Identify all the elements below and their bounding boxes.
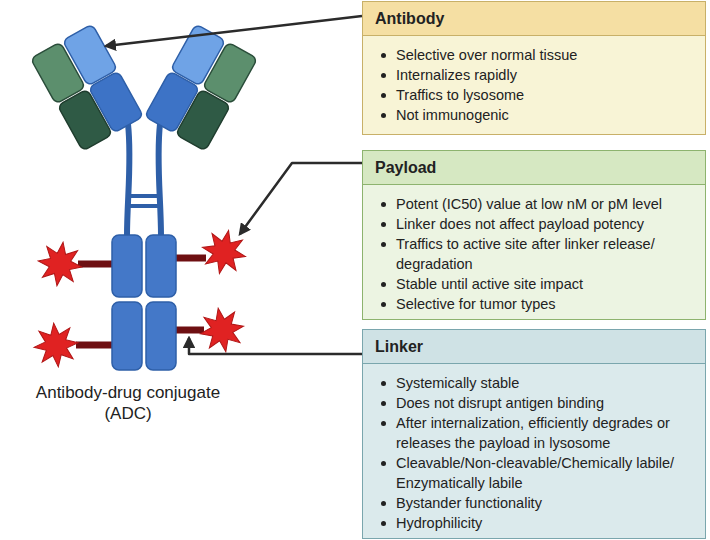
bullet-list: Systemically stableDoes not disrupt anti… [363, 364, 705, 537]
bullet-text: Potent (IC50) value at low nM or pM leve… [396, 196, 662, 212]
payload-star [32, 321, 80, 369]
bullet-item: Selective for tumor types [396, 294, 693, 314]
heavy-chain-constant [89, 71, 144, 133]
box-header: Payload [363, 151, 705, 185]
payload-star [198, 226, 250, 278]
bullet-dot [381, 461, 386, 466]
bullet-item: Traffics to lysosome [396, 85, 693, 105]
bullet-dot [381, 302, 386, 307]
payload-star [35, 239, 85, 289]
bullet-dot [381, 421, 386, 426]
bullet-item: After internalization, efficiently degra… [396, 413, 693, 453]
disulfide-bond [128, 204, 160, 208]
bullet-dot [381, 381, 386, 386]
linker-bar [175, 327, 204, 334]
bullet-dot [381, 53, 386, 58]
bullet-text: Selective for tumor types [396, 296, 556, 312]
leader-arrow [106, 16, 362, 46]
bullet-item: Does not disrupt antigen binding [396, 393, 693, 413]
bullet-dot [381, 113, 386, 118]
linker-bar [78, 261, 113, 268]
box-heading: Antibody [375, 10, 444, 27]
property-box: PayloadPotent (IC50) value at low nM or … [362, 150, 706, 320]
bullet-text: Stable until active site impact [396, 276, 583, 292]
bullet-item: Linker does not affect payload potency [396, 214, 693, 234]
bullet-item: Bystander functionality [396, 493, 693, 513]
leader-arrow [189, 338, 362, 354]
box-heading: Linker [375, 338, 423, 355]
linker-bar [175, 255, 206, 262]
bullet-dot [381, 282, 386, 287]
bullet-item: Systemically stable [396, 373, 693, 393]
bullet-text: Traffics to lysosome [396, 87, 524, 103]
bullet-text: Linker does not affect payload potency [396, 216, 644, 232]
disulfide-bond [128, 194, 160, 198]
heavy-chain-hinge [127, 124, 130, 236]
bullet-item: Stable until active site impact [396, 274, 693, 294]
bullet-dot [381, 73, 386, 78]
bullet-text: Traffics to active site after linker rel… [396, 236, 655, 272]
payload-star [197, 305, 248, 356]
bullet-dot [381, 202, 386, 207]
bullet-item: Selective over normal tissue [396, 45, 693, 65]
bullet-item: Not immunogenic [396, 105, 693, 125]
fc-domain [112, 235, 142, 297]
bullet-text: Selective over normal tissue [396, 47, 577, 63]
bullet-dot [381, 401, 386, 406]
leader-arrow [240, 163, 362, 234]
box-header: Antibody [363, 2, 705, 36]
bullet-text: Systemically stable [396, 375, 519, 391]
bullet-text: Does not disrupt antigen binding [396, 395, 604, 411]
bullet-text: Cleavable/Non-cleavable/Chemically labil… [396, 455, 674, 491]
bullet-item: Internalizes rapidly [396, 65, 693, 85]
fc-domain [146, 235, 176, 297]
fc-domain [112, 302, 142, 370]
box-heading: Payload [375, 159, 436, 176]
bullet-dot [381, 501, 386, 506]
bullet-text: Bystander functionality [396, 495, 542, 511]
bullet-item: Hydrophilicity [396, 513, 693, 533]
bullet-text: After internalization, efficiently degra… [396, 415, 670, 451]
bullet-item: Potent (IC50) value at low nM or pM leve… [396, 194, 693, 214]
bullet-dot [381, 93, 386, 98]
property-box: AntibodySelective over normal tissueInte… [362, 1, 706, 135]
property-box: LinkerSystemically stableDoes not disrup… [362, 329, 706, 539]
bullet-dot [381, 242, 386, 247]
heavy-chain-hinge [158, 124, 161, 236]
linker-bar [76, 342, 113, 349]
heavy-chain-constant [145, 71, 200, 133]
bullet-item: Cleavable/Non-cleavable/Chemically labil… [396, 453, 693, 493]
bullet-text: Hydrophilicity [396, 515, 482, 531]
figure-caption: Antibody-drug conjugate (ADC) [28, 382, 228, 424]
bullet-item: Traffics to active site after linker rel… [396, 234, 693, 274]
bullet-text: Internalizes rapidly [396, 67, 517, 83]
bullet-dot [381, 222, 386, 227]
bullet-list: Potent (IC50) value at low nM or pM leve… [363, 185, 705, 318]
bullet-dot [381, 521, 386, 526]
bullet-list: Selective over normal tissueInternalizes… [363, 36, 705, 129]
bullet-text: Not immunogenic [396, 107, 509, 123]
box-header: Linker [363, 330, 705, 364]
fc-domain [146, 302, 176, 370]
